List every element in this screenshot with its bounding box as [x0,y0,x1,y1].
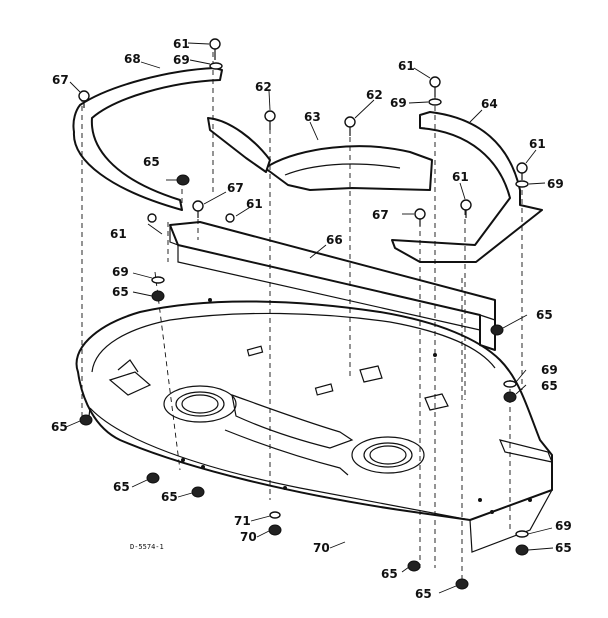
callout-67: 67 [227,181,244,195]
callout-65: 65 [112,285,129,299]
callout-63: 63 [304,110,321,124]
figure-code: D-5574-1 [130,543,164,551]
callout-65: 65 [541,379,558,393]
callout-65: 65 [555,541,572,555]
callout-62: 62 [366,88,383,102]
callout-69: 69 [390,96,407,110]
callout-61: 61 [246,197,263,211]
callout-64: 64 [481,97,498,111]
callout-67: 67 [372,208,389,222]
callout-61: 61 [398,59,415,73]
callout-65: 65 [536,308,553,322]
callout-69: 69 [112,265,129,279]
callout-67: 67 [52,73,69,87]
callout-69: 69 [173,53,190,67]
center-baffle [264,145,433,191]
callout-69: 69 [547,177,564,191]
hardware-fasteners [78,38,529,590]
callout-69: 69 [555,519,572,533]
mower-deck-housing [75,298,553,553]
callout-71: 71 [234,514,251,528]
callout-65: 65 [381,567,398,581]
callout-62: 62 [255,80,272,94]
callout-68: 68 [124,52,141,66]
left-baffle [207,117,271,173]
callout-65: 65 [143,155,160,169]
callout-65: 65 [415,587,432,601]
callout-65: 65 [161,490,178,504]
callout-leaders [65,42,554,594]
deck-stiffener-channel [169,221,496,351]
callout-70: 70 [313,541,330,555]
left-curved-baffle [72,67,223,211]
callout-61: 61 [110,227,127,241]
callout-61: 61 [452,170,469,184]
callout-69: 69 [541,363,558,377]
callout-65: 65 [113,480,130,494]
callout-65: 65 [51,420,68,434]
callout-labels: 61 69 68 67 62 63 62 61 69 64 61 69 61 6… [51,37,572,601]
callout-70: 70 [240,530,257,544]
callout-61: 61 [173,37,190,51]
callout-66: 66 [326,233,343,247]
callout-61: 61 [529,137,546,151]
